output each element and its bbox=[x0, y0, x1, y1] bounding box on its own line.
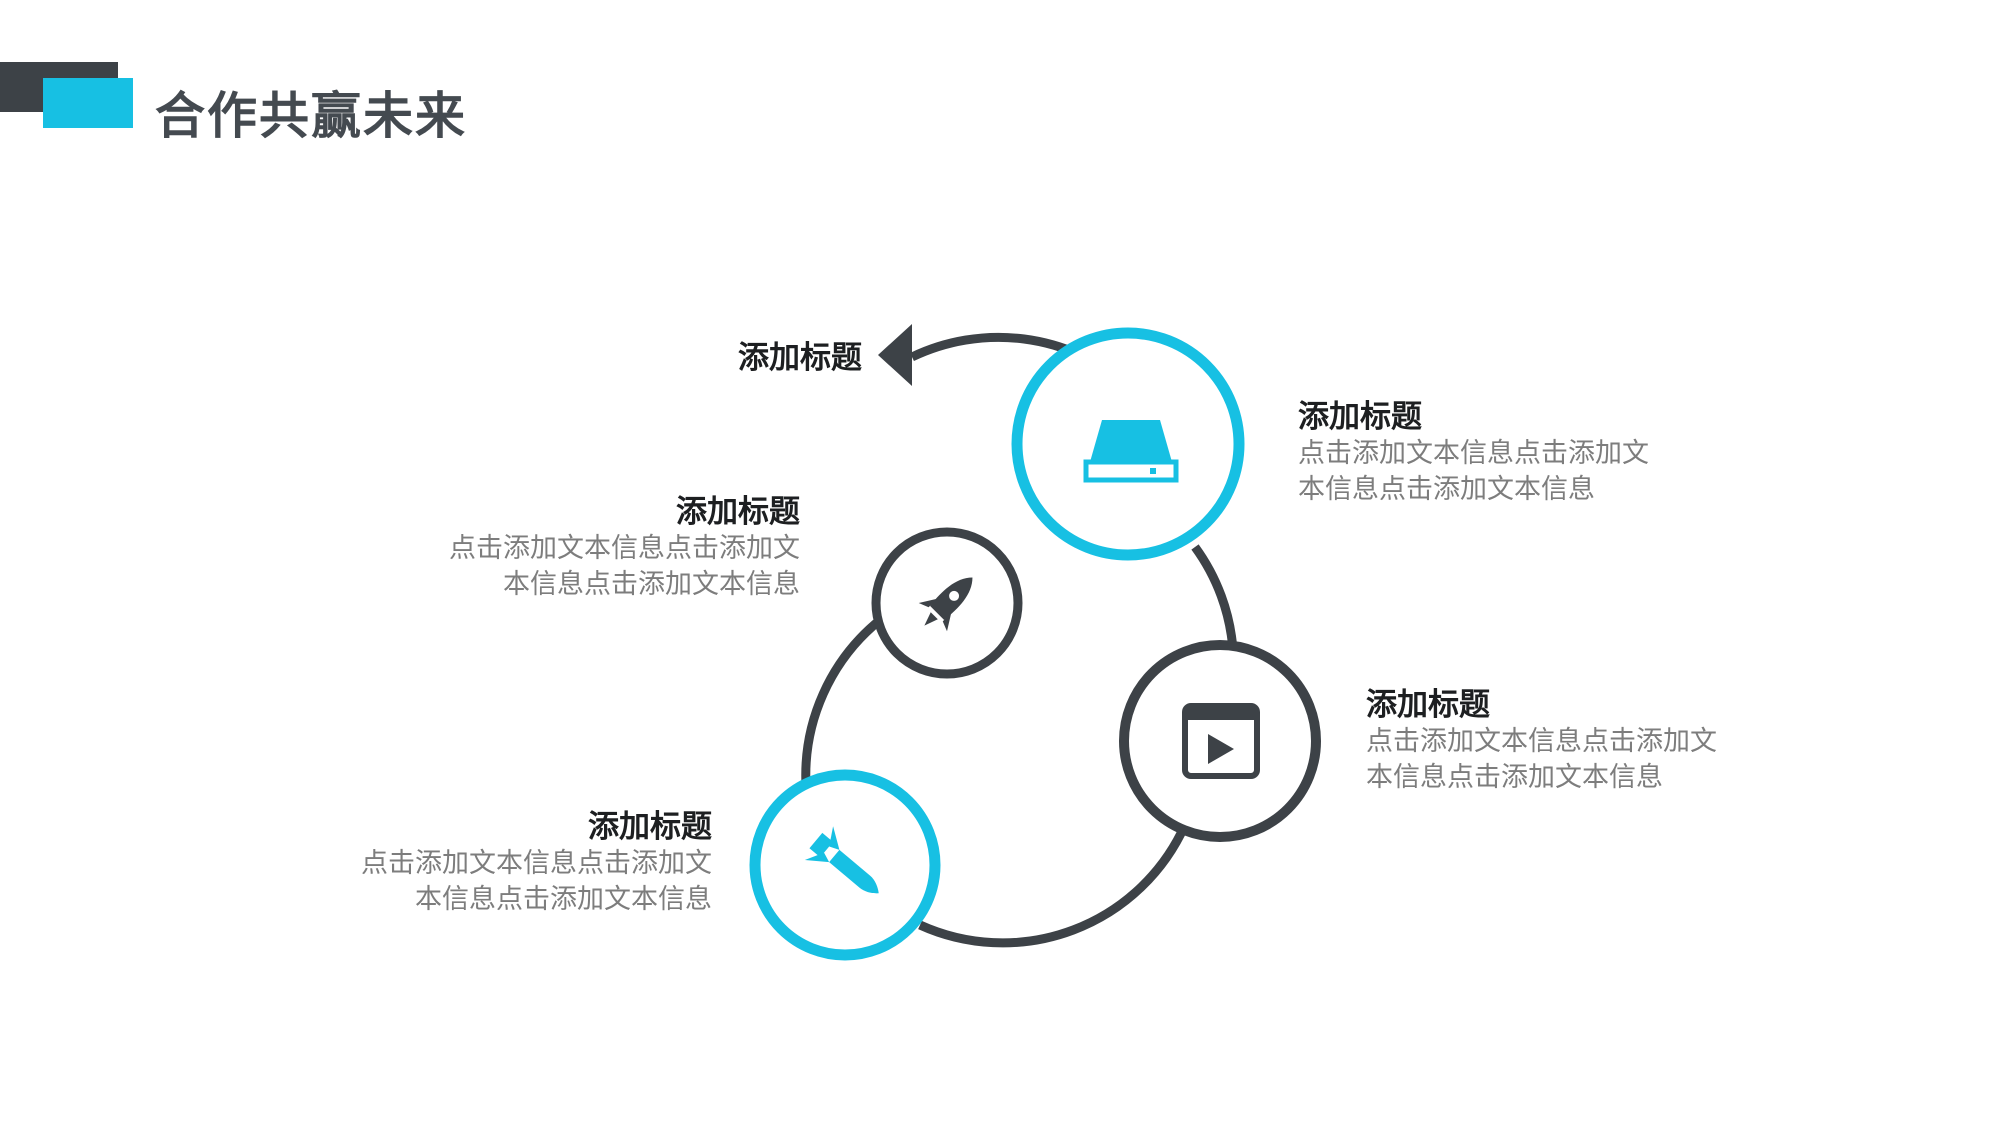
missile-icon bbox=[804, 826, 879, 894]
item-desc-line2: 本信息点击添加文本信息 bbox=[1298, 474, 1595, 505]
item-title: 添加标题 bbox=[676, 494, 800, 530]
item-title: 添加标题 bbox=[1366, 687, 1490, 723]
node-video[interactable] bbox=[934, 640, 1321, 842]
cycle-arc-left bbox=[801, 616, 883, 786]
item-title: 添加标题 bbox=[588, 809, 712, 845]
item-desc-line1: 点击添加文本信息点击添加文 bbox=[449, 533, 800, 564]
rocket-icon bbox=[918, 577, 973, 632]
item-desc-line1: 点击添加文本信息点击添加文 bbox=[1298, 438, 1649, 469]
item-desc-line1: 点击添加文本信息点击添加文 bbox=[361, 848, 712, 879]
arrow-head-icon bbox=[878, 324, 912, 386]
header-bar-accent bbox=[43, 78, 133, 128]
item-label-missile: 添加标题 点击添加文本信息点击添加文 本信息点击添加文本信息 bbox=[361, 808, 712, 918]
item-label-hard-drive: 添加标题 点击添加文本信息点击添加文 本信息点击添加文本信息 bbox=[1298, 398, 1649, 508]
node-hard-drive[interactable] bbox=[1011, 327, 1245, 561]
item-desc-line2: 本信息点击添加文本信息 bbox=[503, 569, 800, 600]
hard-drive-icon bbox=[1083, 420, 1179, 483]
page-title: 合作共赢未来 bbox=[155, 87, 467, 145]
cycle-arc-bottom bbox=[918, 823, 1190, 948]
item-label-video: 添加标题 点击添加文本信息点击添加文 本信息点击添加文本信息 bbox=[1366, 686, 1717, 796]
item-label-rocket: 添加标题 点击添加文本信息点击添加文 本信息点击添加文本信息 bbox=[449, 493, 800, 603]
node-rocket[interactable] bbox=[871, 527, 1023, 679]
video-clapper-icon bbox=[934, 703, 1260, 779]
item-title: 添加标题 bbox=[1298, 399, 1422, 435]
cycle-arc-right bbox=[1191, 544, 1238, 651]
item-desc-line1: 点击添加文本信息点击添加文 bbox=[1366, 726, 1717, 757]
item-desc-line2: 本信息点击添加文本信息 bbox=[1366, 762, 1663, 793]
item-desc-line2: 本信息点击添加文本信息 bbox=[415, 884, 712, 915]
arrow-label: 添加标题 bbox=[738, 340, 862, 376]
node-missile[interactable] bbox=[749, 769, 941, 961]
